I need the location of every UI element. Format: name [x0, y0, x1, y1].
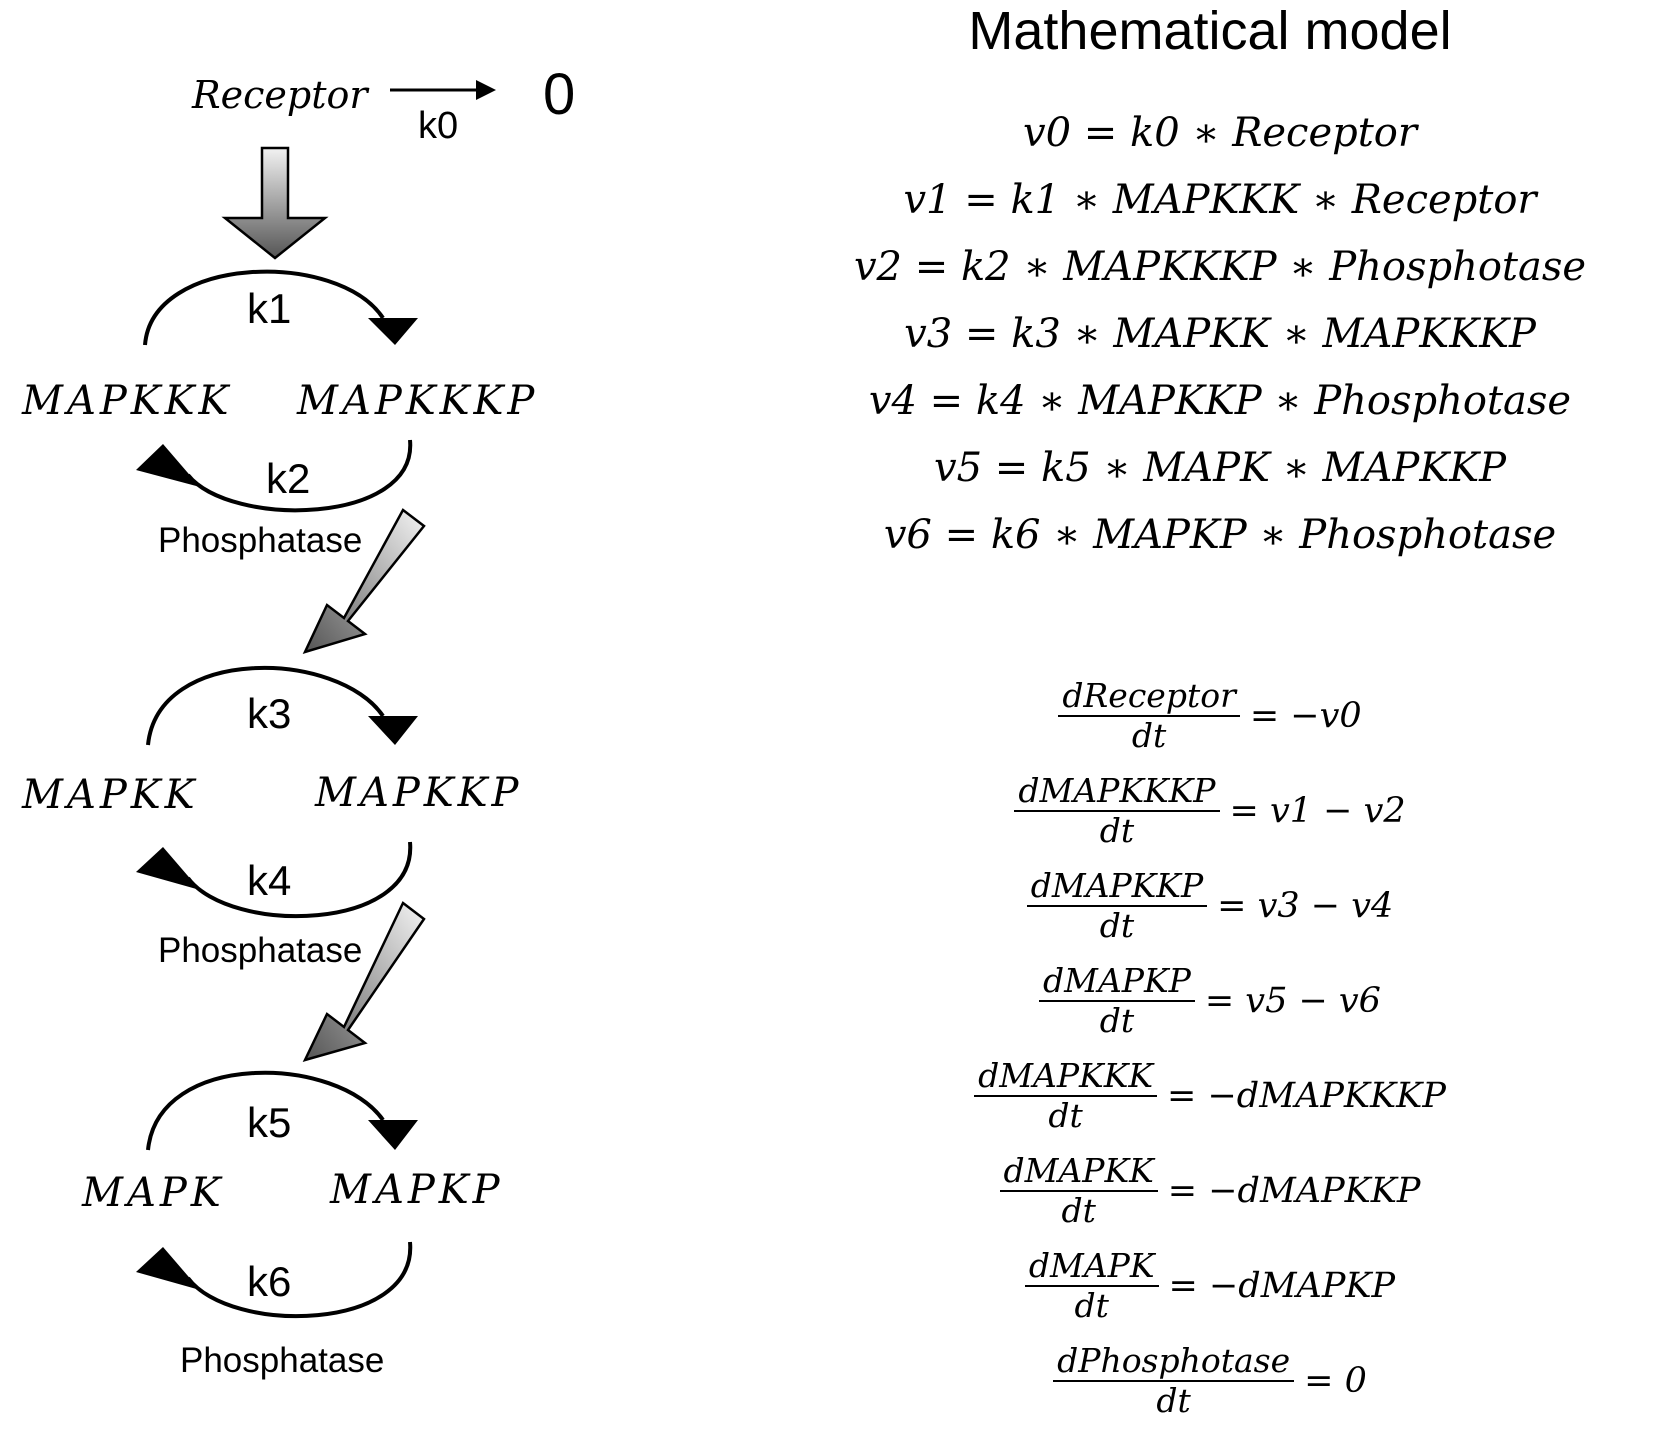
- ode: dReceptor dt = −v0: [820, 668, 1600, 763]
- k2-label: k2: [266, 455, 310, 502]
- activation-arrow-1: [221, 146, 329, 260]
- differential-equations: dReceptor dt = −v0 dMAPKKKP dt = v1 − v2…: [820, 668, 1600, 1428]
- mapk-label: MAPK: [81, 1170, 225, 1216]
- sink-label: 0: [543, 62, 575, 127]
- ode-denominator: dt: [1099, 905, 1135, 945]
- ode-rhs: = −v0: [1249, 695, 1362, 736]
- reverse-arrowhead-1: [136, 444, 200, 487]
- reverse-arc-3: [186, 1241, 413, 1319]
- forward-arrowhead-3: [368, 1120, 418, 1150]
- reverse-arc-2: [186, 841, 413, 919]
- ode-denominator: dt: [1061, 1190, 1096, 1230]
- ode-denominator: dt: [1099, 810, 1135, 850]
- ode-numerator: dMAPKKKP: [1014, 771, 1220, 812]
- mapkp-label: MAPKP: [329, 1167, 504, 1213]
- phosphatase-label-2: Phosphatase: [158, 931, 362, 970]
- reverse-arrowhead-3: [136, 1247, 200, 1290]
- rate-equation: v1 = k1 ∗ MAPKKK ∗ Receptor: [903, 177, 1537, 223]
- ode-fraction: dReceptor dt: [1058, 676, 1240, 755]
- ode-numerator: dMAPKKP: [1026, 866, 1208, 907]
- mapkkk-label: MAPKKK: [21, 378, 232, 424]
- k3-label: k3: [247, 690, 291, 737]
- ode-numerator: dReceptor: [1058, 676, 1240, 717]
- activation-arrow-2: [302, 508, 426, 654]
- receptor-label: Receptor: [191, 73, 370, 117]
- ode: dMAPKP dt = v5 − v6: [820, 953, 1600, 1048]
- pathway-diagram: Receptor k0 0 k1 MAPKKK MAPKKKP k2 Phosp…: [21, 62, 575, 1380]
- ode-fraction: dPhosphotase dt: [1053, 1341, 1295, 1420]
- ode-numerator: dPhosphotase: [1053, 1341, 1295, 1382]
- ode-fraction: dMAPKKP dt: [1026, 866, 1208, 945]
- ode-fraction: dMAPKKKP dt: [1014, 771, 1220, 850]
- ode: dMAPKKK dt = −dMAPKKKP: [820, 1048, 1600, 1143]
- rate-equations: v0 = k0 ∗ Receptor v1 = k1 ∗ MAPKKK ∗ Re…: [780, 100, 1655, 569]
- k1-label: k1: [247, 285, 291, 332]
- ode-rhs: = −dMAPKKKP: [1167, 1075, 1446, 1116]
- ode-rhs: = v1 − v2: [1229, 790, 1406, 831]
- model-title: Mathematical model: [968, 1, 1452, 61]
- ode-denominator: dt: [1048, 1095, 1083, 1135]
- ode-denominator: dt: [1156, 1380, 1191, 1420]
- ode-numerator: dMAPK: [1024, 1246, 1159, 1287]
- ode: dMAPK dt = −dMAPKP: [820, 1238, 1600, 1333]
- degradation-arrowhead: [476, 80, 496, 100]
- ode-rhs: = −dMAPKKP: [1167, 1170, 1421, 1211]
- forward-arc-2: [146, 665, 385, 746]
- mapkkkp-label: MAPKKKP: [296, 378, 538, 424]
- reverse-arc-1: [186, 439, 413, 513]
- ode-rhs: = v3 − v4: [1217, 885, 1394, 926]
- ode-rhs: = 0: [1304, 1360, 1367, 1401]
- ode-numerator: dMAPKK: [999, 1151, 1158, 1192]
- ode-fraction: dMAPK dt: [1024, 1246, 1159, 1325]
- ode-denominator: dt: [1131, 715, 1167, 755]
- ode-numerator: dMAPKKK: [974, 1056, 1158, 1097]
- rate-equation: v0 = k0 ∗ Receptor: [1022, 110, 1418, 156]
- k0-label: k0: [418, 105, 458, 147]
- rate-equation: v3 = k3 ∗ MAPKK ∗ MAPKKKP: [904, 311, 1536, 357]
- ode-rhs: = −dMAPKP: [1168, 1265, 1396, 1306]
- ode-numerator: dMAPKP: [1039, 961, 1195, 1002]
- k4-label: k4: [247, 857, 291, 904]
- activation-arrow-3: [302, 901, 426, 1062]
- ode: dMAPKKKP dt = v1 − v2: [820, 763, 1600, 858]
- ode: dMAPKK dt = −dMAPKKP: [820, 1143, 1600, 1238]
- rate-equation: v6 = k6 ∗ MAPKP ∗ Phosphotase: [883, 512, 1557, 558]
- rate-equation: v5 = k5 ∗ MAPK ∗ MAPKKP: [934, 445, 1506, 491]
- ode-rhs: = v5 − v6: [1204, 980, 1381, 1021]
- forward-arrowhead-2: [368, 716, 418, 745]
- k6-label: k6: [247, 1258, 291, 1305]
- ode-fraction: dMAPKK dt: [999, 1151, 1158, 1230]
- ode-fraction: dMAPKP dt: [1039, 961, 1195, 1040]
- rate-equation: v2 = k2 ∗ MAPKKKP ∗ Phosphotase: [853, 244, 1587, 290]
- phosphatase-label-3: Phosphatase: [180, 1341, 384, 1380]
- forward-arc-1: [143, 269, 385, 346]
- ode-denominator: dt: [1099, 1000, 1135, 1040]
- mapkkp-label: MAPKKP: [314, 770, 522, 816]
- forward-arc-3: [146, 1070, 385, 1151]
- ode-fraction: dMAPKKK dt: [974, 1056, 1158, 1135]
- reverse-arrowhead-2: [136, 847, 200, 890]
- forward-arrowhead-1: [368, 318, 418, 345]
- mapkk-label: MAPKK: [21, 772, 199, 818]
- ode-denominator: dt: [1074, 1285, 1109, 1325]
- ode: dPhosphotase dt = 0: [820, 1333, 1600, 1428]
- phosphatase-label-1: Phosphatase: [158, 521, 362, 560]
- rate-equation: v4 = k4 ∗ MAPKKP ∗ Phosphotase: [868, 378, 1572, 424]
- k5-label: k5: [247, 1099, 291, 1146]
- ode: dMAPKKP dt = v3 − v4: [820, 858, 1600, 953]
